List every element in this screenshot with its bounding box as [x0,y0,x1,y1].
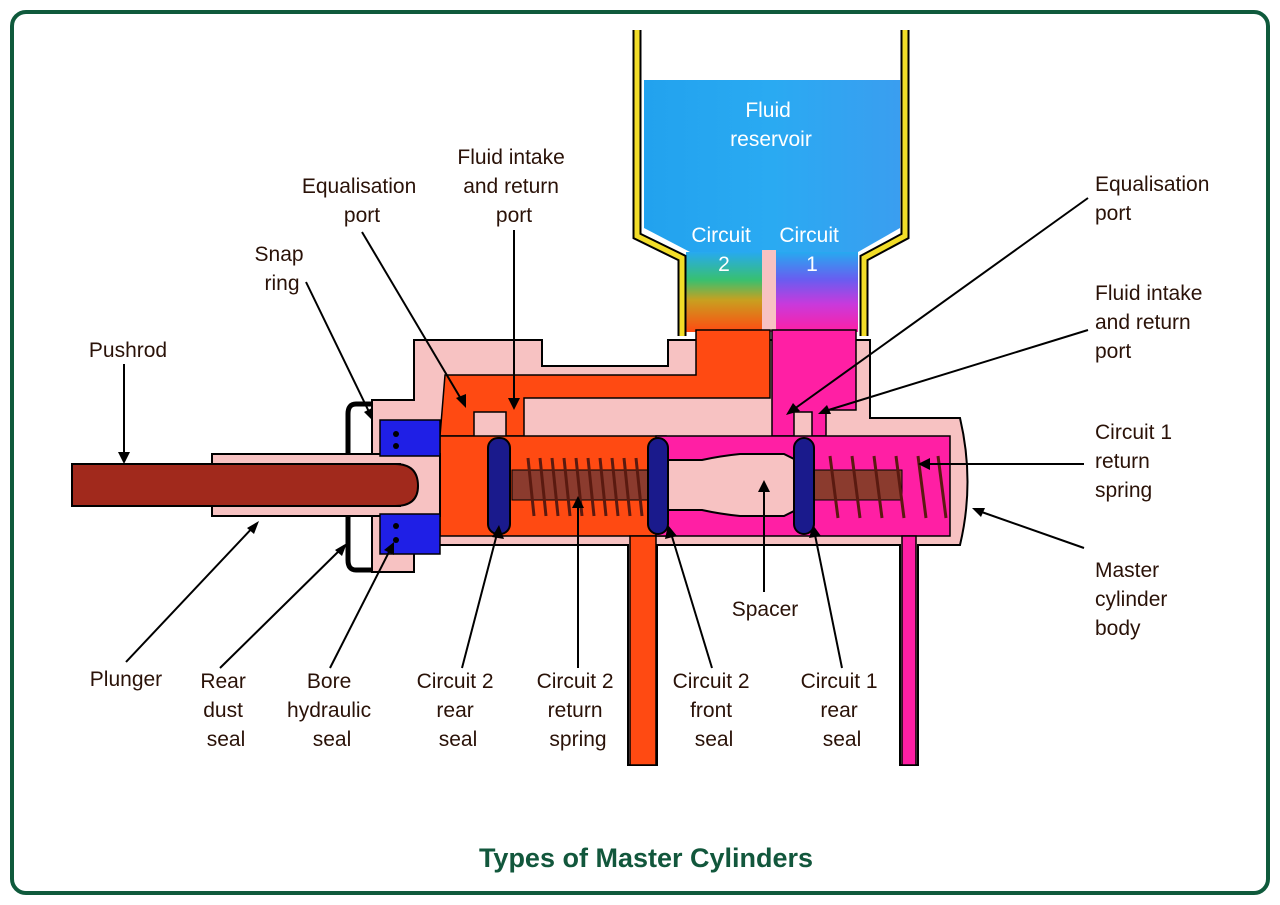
label-circuit-1-rear-seal: Circuit 1 rear seal [801,670,884,751]
circuit-2-front-seal [647,437,669,535]
label-circuit-2-return-spring: Circuit 2 return spring [537,670,620,751]
diagram-title: Types of Master Cylinders [479,843,813,873]
label-spacer: Spacer [732,598,799,621]
label-circuit-1-return-spring: Circuit 1 return spring [1095,421,1178,502]
label-circuit-2: Circuit 2 [691,224,756,276]
label-pushrod: Pushrod [89,339,167,362]
label-equalisation-port-left: Equalisation port [302,175,422,227]
label-fluid-reservoir: Fluid reservoir [730,99,812,151]
label-circuit-2-front-seal: Circuit 2 front seal [673,670,756,751]
circuit-1-return-spring [828,455,948,519]
label-bore-hydraulic-seal: Bore hydraulic seal [287,670,377,751]
label-circuit-2-rear-seal: Circuit 2 rear seal [417,670,500,751]
label-snap-ring: Snap ring [255,243,310,295]
circuit-1-rear-seal [793,437,815,535]
circuit-2-return-spring [526,457,644,517]
label-circuit-1: Circuit 1 [779,224,844,276]
label-equalisation-port-right: Equalisation port [1095,173,1215,225]
label-master-cylinder-body: Master cylinder body [1095,559,1173,640]
pushrod [71,463,420,507]
label-fluid-intake-right: Fluid intake and return port [1095,282,1208,363]
fluid-reservoir [632,30,910,336]
circuit-2-rear-seal [487,437,511,535]
label-plunger: Plunger [90,668,162,691]
label-rear-dust-seal: Rear dust seal [200,670,251,751]
spacer [661,453,797,517]
label-fluid-intake-left: Fluid intake and return port [457,146,570,227]
leader-lines [118,197,1089,669]
